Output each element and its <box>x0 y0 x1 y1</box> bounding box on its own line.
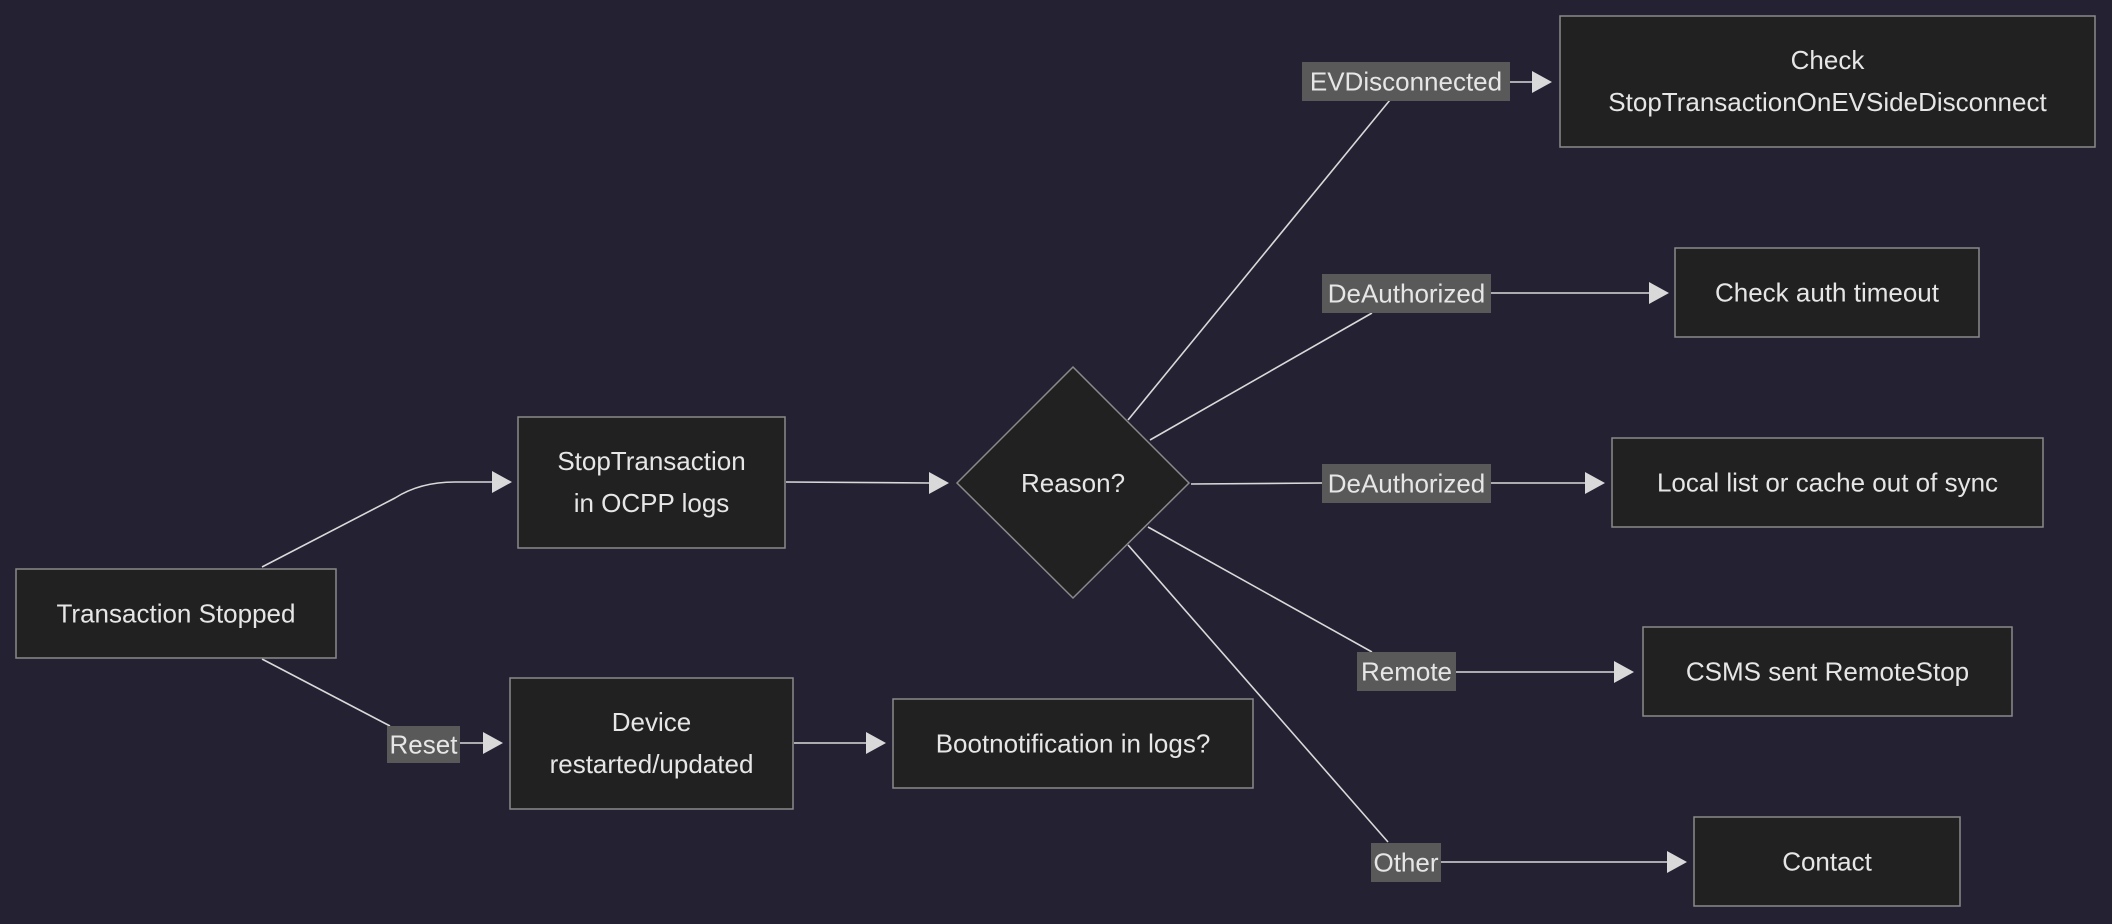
node-stop-transaction-line-1: StopTransaction <box>557 446 745 476</box>
edge-reason-to-ev-disconnected <box>1127 99 1391 421</box>
edge-label-ev-disconnected: EVDisconnected <box>1302 62 1510 101</box>
edge-reason-to-deauthorized-1 <box>1149 312 1373 441</box>
node-device-restarted[interactable]: Device restarted/updated <box>509 677 794 810</box>
node-stop-transaction[interactable]: StopTransaction in OCPP logs <box>517 416 786 549</box>
edge-label-deauthorized-2-text: DeAuthorized <box>1328 469 1486 499</box>
edge-stopped-to-device <box>261 658 391 727</box>
edge-label-other-text: Other <box>1373 848 1438 878</box>
arrowhead <box>1649 282 1669 304</box>
edge-label-deauthorized-1-text: DeAuthorized <box>1328 279 1486 309</box>
node-reason-text: Reason? <box>1021 468 1125 498</box>
edge-stoptransaction-to-reason <box>785 481 930 484</box>
node-check-ev-disconnect[interactable]: Check StopTransactionOnEVSideDisconnect <box>1559 15 2096 148</box>
edges <box>261 71 1687 873</box>
arrowhead <box>1667 851 1687 873</box>
node-transaction-stopped[interactable]: Transaction Stopped <box>15 568 337 659</box>
edge-reason-to-deauthorized-2 <box>1190 482 1323 485</box>
edge-reason-to-remote <box>1147 526 1373 653</box>
node-contact[interactable]: Contact <box>1693 816 1961 907</box>
edge-label-ev-disconnected-text: EVDisconnected <box>1310 67 1502 97</box>
edge-label-remote-text: Remote <box>1361 657 1452 687</box>
node-check-auth-timeout[interactable]: Check auth timeout <box>1674 247 1980 338</box>
arrowhead <box>866 732 886 754</box>
edge-label-deauthorized-2: DeAuthorized <box>1322 464 1491 503</box>
node-transaction-stopped-text: Transaction Stopped <box>57 599 296 629</box>
edge-label-reset-text: Reset <box>390 730 459 760</box>
node-contact-text: Contact <box>1782 847 1872 877</box>
edge-labels: Reset EVDisconnected DeAuthorized DeAuth… <box>387 62 1510 882</box>
node-csms-remote-stop-text: CSMS sent RemoteStop <box>1686 657 1969 687</box>
node-check-ev-disconnect-line-1: Check <box>1791 45 1866 75</box>
edge-reason-to-other <box>1127 544 1389 843</box>
node-bootnotification[interactable]: Bootnotification in logs? <box>892 698 1254 789</box>
node-csms-remote-stop[interactable]: CSMS sent RemoteStop <box>1642 626 2013 717</box>
edge-label-reset: Reset <box>387 726 460 763</box>
node-device-restarted-line-1: Device <box>612 707 691 737</box>
arrowhead <box>1532 71 1552 93</box>
node-local-list[interactable]: Local list or cache out of sync <box>1611 437 2044 528</box>
arrowhead <box>1585 472 1605 494</box>
node-check-auth-timeout-text: Check auth timeout <box>1715 278 1940 308</box>
node-local-list-text: Local list or cache out of sync <box>1657 468 1998 498</box>
node-device-restarted-line-2: restarted/updated <box>550 749 754 779</box>
nodes: Transaction Stopped StopTransaction in O… <box>15 15 2096 907</box>
node-reason-decision[interactable]: Reason? <box>955 365 1191 600</box>
node-check-ev-disconnect-line-2: StopTransactionOnEVSideDisconnect <box>1608 87 2047 117</box>
arrowhead <box>929 472 949 494</box>
node-stop-transaction-line-2: in OCPP logs <box>574 488 730 518</box>
edge-label-other: Other <box>1371 843 1441 882</box>
arrowhead <box>483 732 503 754</box>
edge-label-deauthorized-1: DeAuthorized <box>1322 274 1491 313</box>
arrowhead <box>1614 661 1634 683</box>
node-bootnotification-text: Bootnotification in logs? <box>936 729 1211 759</box>
edge-label-remote: Remote <box>1357 652 1456 691</box>
arrowhead <box>492 471 512 493</box>
edge-stopped-to-stoptransaction <box>261 481 492 568</box>
